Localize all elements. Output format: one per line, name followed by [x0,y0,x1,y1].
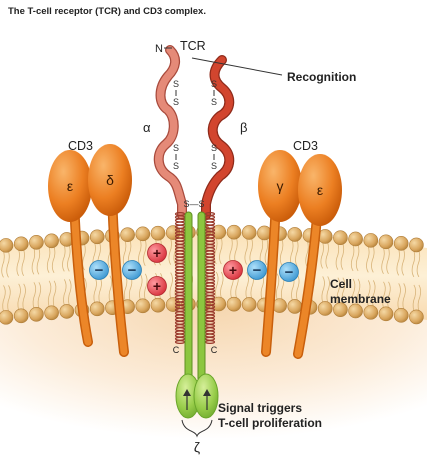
lipid-head [349,304,363,318]
zeta-stalk-right [198,212,205,382]
positive-charge-1-sign: + [153,245,161,261]
coil-turn [176,219,185,222]
interchain-disulfide: S—S [183,199,204,209]
epsilon-right-label: ε [317,182,323,198]
lipid-head [349,232,363,246]
lipid-head [364,233,378,247]
signal-label-line2: T-cell proliferation [218,416,322,430]
lipid-head [379,307,393,321]
c-terminus-right: C [211,345,218,355]
lipid-head [60,304,74,318]
lipid-head [90,302,104,316]
cd3-right-label: CD3 [293,139,318,153]
lipid-head [394,236,408,250]
tcr-label: TCR [180,39,206,53]
lipid-head [288,299,302,313]
epsilon-left-label: ε [67,178,73,194]
lipid-head [242,225,256,239]
alpha-chain-fill [159,50,182,215]
lipid-head [379,235,393,249]
lipid-head [409,310,423,324]
lipid-head [151,298,165,312]
c-terminus-left: C [173,345,180,355]
delta-label: δ [106,172,114,188]
zeta-stalk-left [185,212,192,382]
lipid-head [364,305,378,319]
lipid-head [136,227,150,241]
positive-charge-2-sign: + [153,278,161,294]
lipid-head [0,238,13,252]
lipid-head [227,297,241,311]
alpha-s-1: S [173,79,179,89]
alpha-s-4: S [173,161,179,171]
membrane-label-line2: membrane [330,292,391,306]
lipid-head [90,230,104,244]
recognition-leader [192,58,282,75]
negative-charge-2-sign: − [128,262,137,279]
coil-turn [176,222,185,225]
signal-label-line1: Signal triggers [218,401,302,415]
lipid-head [14,237,28,251]
beta-s-3: S [211,143,217,153]
gamma-label: γ [277,178,284,194]
negative-charge-1-sign: − [95,262,104,279]
negative-charge-4-sign: − [285,264,294,281]
membrane-label-line1: Cell [330,277,352,291]
tcr-beta-chain [206,60,229,215]
n-terminus-label: N [155,43,163,55]
coil-turn [206,219,215,222]
cd3-left-label: CD3 [68,139,93,153]
lipid-head [409,238,423,252]
beta-s-1: S [211,79,217,89]
lipid-head [29,307,43,321]
negative-charge-3-sign: − [253,262,262,279]
beta-label: β [240,120,247,135]
alpha-s-3: S [173,143,179,153]
lipid-head [45,234,59,248]
lipid-head [121,228,135,242]
lipid-head [136,299,150,313]
positive-charge-3-sign: + [229,262,237,278]
lipid-head [394,308,408,322]
coil-turn [206,222,215,225]
lipid-head [29,235,43,249]
lipid-head [151,226,165,240]
lipid-head [333,231,347,245]
lipid-head [288,227,302,241]
recognition-label: Recognition [287,70,356,84]
alpha-label: α [143,120,151,135]
tcr-alpha-chain [159,48,182,215]
lipid-head [14,309,28,323]
lipid-head [227,225,241,239]
alpha-s-2: S [173,97,179,107]
beta-s-2: S [211,97,217,107]
zeta-label: ζ [194,439,200,455]
beta-s-4: S [211,161,217,171]
lipid-head [242,297,256,311]
lipid-head [45,306,59,320]
lipid-head [0,310,13,324]
